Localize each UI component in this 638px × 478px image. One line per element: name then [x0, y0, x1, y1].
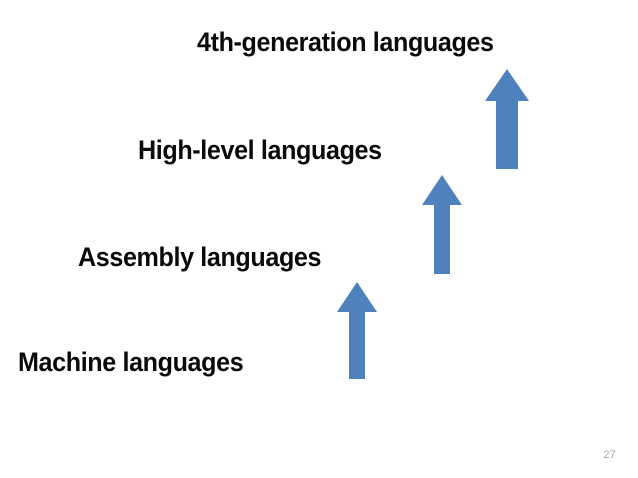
up-arrow-icon-high-level-to-4th-generation — [485, 69, 529, 169]
level-label-assembly-languages: Assembly languages — [78, 242, 322, 272]
level-label-machine-languages: Machine languages — [18, 347, 244, 377]
level-label-high-level-languages: High-level languages — [138, 135, 382, 165]
level-label-4th-generation-languages: 4th-generation languages — [197, 27, 494, 57]
slide-number: 27 — [603, 449, 616, 461]
up-arrow-icon-assembly-to-high-level — [422, 175, 462, 274]
up-arrow-icon-machine-to-assembly — [337, 282, 377, 379]
